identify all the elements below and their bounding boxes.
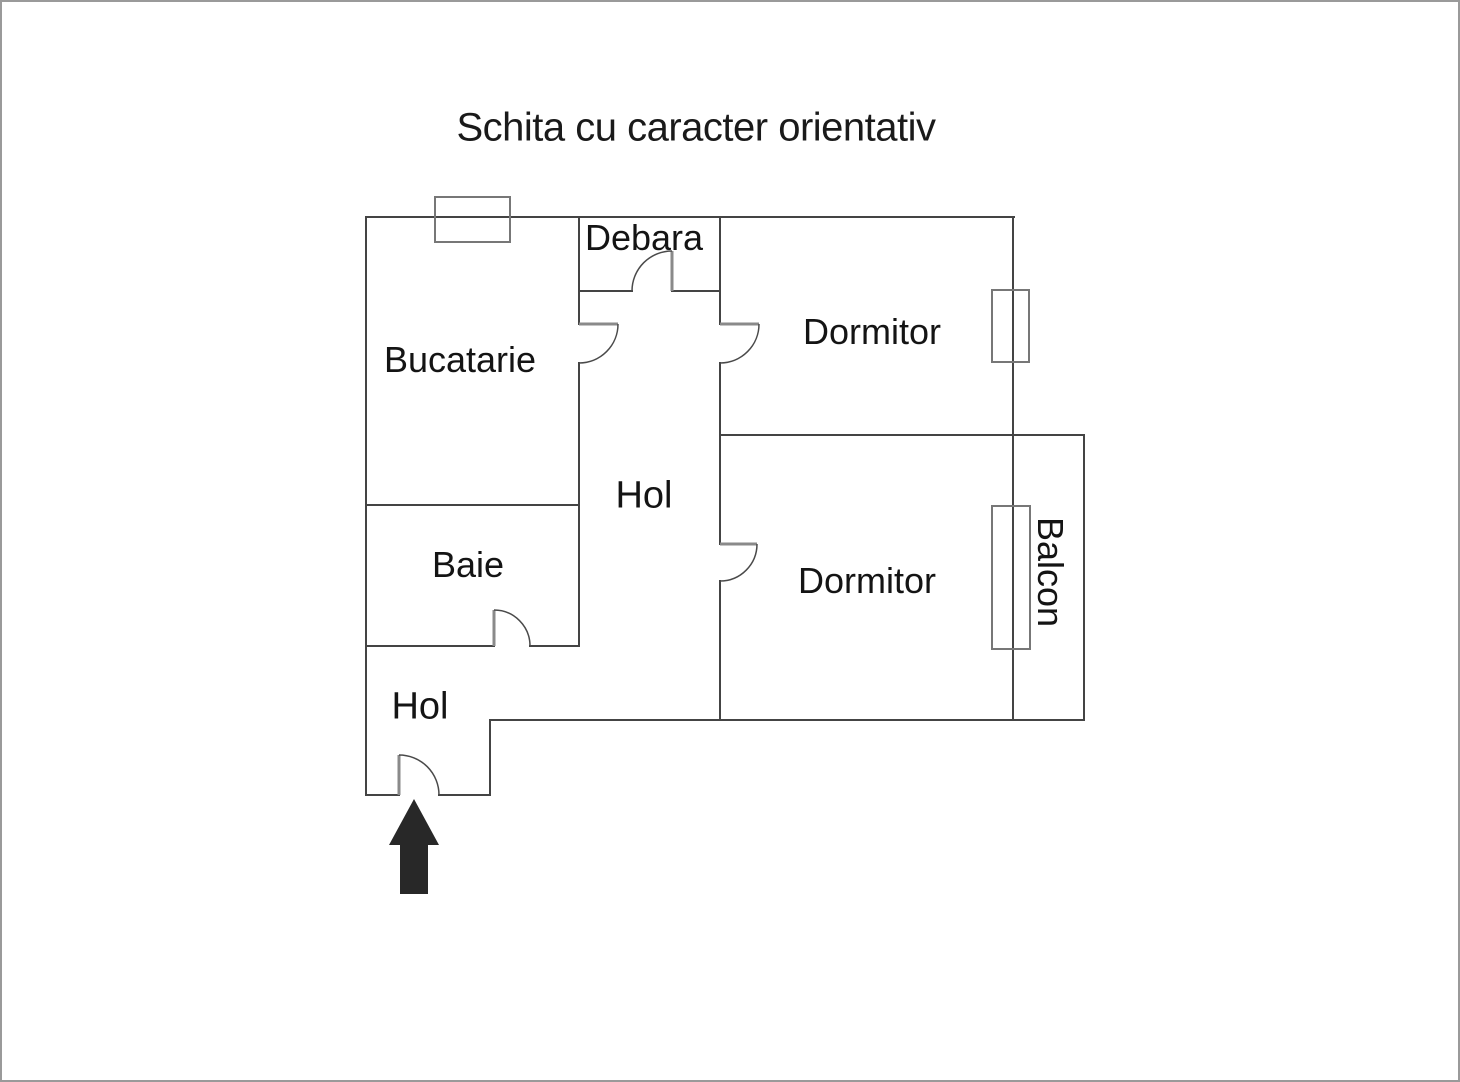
dormitor1-door-swing-arc <box>719 323 760 364</box>
entry-door-swing-arc <box>398 754 440 796</box>
room-label-dormitor-1: Dormitor <box>802 311 942 352</box>
plan-title: Schita cu caracter orientativ <box>456 105 936 150</box>
room-label-dormitor-2: Dormitor <box>797 560 937 601</box>
dormitor2-window-symbol <box>991 505 1031 650</box>
room-label-baie: Baie <box>431 544 505 585</box>
dormitor1-window-symbol <box>991 289 1030 363</box>
room-label-hol-main: Hol <box>615 474 673 517</box>
debara-door-swing-arc <box>631 250 673 292</box>
bucatarie-window-symbol <box>434 196 511 243</box>
entrance-arrow-icon <box>389 799 439 894</box>
room-label-balcon: Balcon <box>1030 516 1071 628</box>
room-label-bucatarie: Bucatarie <box>383 339 537 380</box>
dormitor2-door-swing-arc <box>719 543 758 582</box>
room-label-hol-entry: Hol <box>391 685 449 728</box>
baie-door-swing-arc <box>493 609 531 647</box>
room-label-debara: Debara <box>584 217 704 258</box>
bucatarie-door-swing-arc <box>578 323 619 364</box>
